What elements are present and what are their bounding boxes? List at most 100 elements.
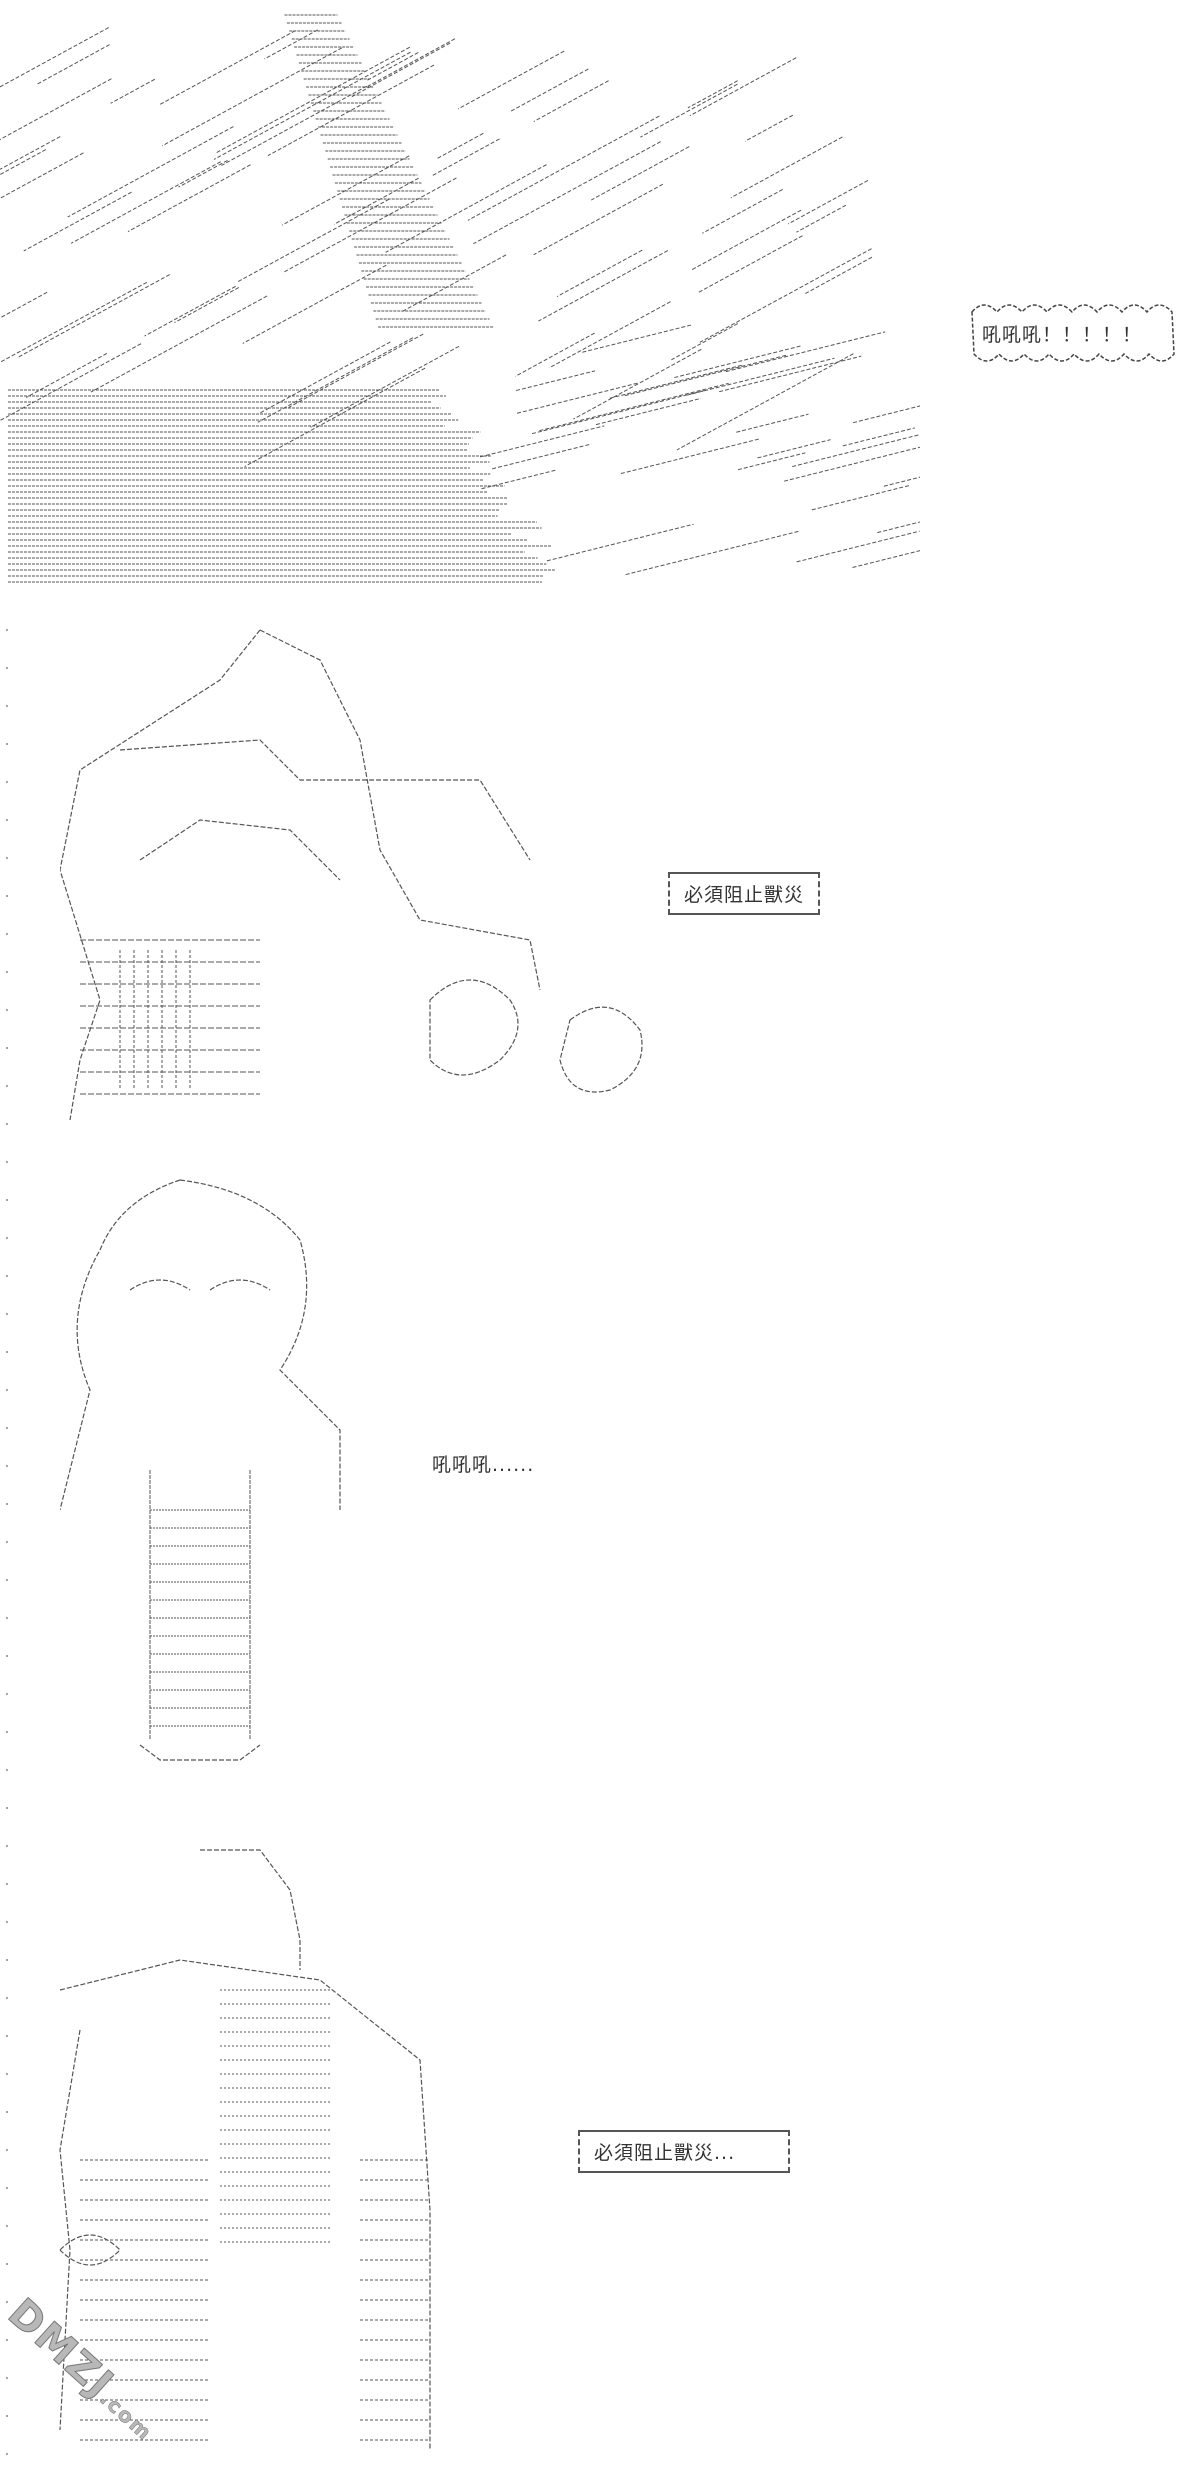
speed-line [538,250,669,322]
speed-line [640,83,738,138]
dialogue-box-stop-beast-disaster-ellipsis: 必須阻止獸災... [578,2130,790,2173]
shout-speech-bubble: 吼吼吼！！！！！ [962,300,1182,366]
speed-line [283,177,457,273]
body-outline [59,1959,431,2450]
figure-outline [259,629,541,991]
margin-dot [6,1693,8,1695]
speed-line [556,249,643,298]
speed-line [242,264,387,344]
speed-line [127,164,251,233]
speed-line [877,521,920,534]
speed-line [244,367,426,468]
speed-line [267,64,435,157]
margin-dot [6,2453,8,2455]
margin-dot [6,1883,8,1885]
margin-dot [6,1427,8,1429]
margin-dot [6,857,8,859]
speed-line [624,354,788,397]
margin-dot [6,1921,8,1923]
helmet-outline [139,819,341,881]
beast-charge-ascii-art [0,14,920,583]
margin-dot [6,1161,8,1163]
speed-line [70,161,221,244]
speed-line [792,434,920,468]
speed-line [481,469,556,490]
speed-line [174,287,240,324]
margin-dot [6,1351,8,1353]
speed-line [573,348,702,420]
speed-line [23,191,132,252]
speed-line [548,301,671,369]
speed-line [699,248,872,343]
margin-dot [6,933,8,935]
speed-line [730,136,843,199]
speed-line [473,141,661,245]
speed-line [676,353,854,451]
margin-dot [6,2187,8,2189]
speed-line [351,42,451,98]
margin-dot [6,2111,8,2113]
mane-outline [179,1179,341,1510]
margin-dot [6,1807,8,1809]
head-outline [200,1849,301,1970]
speed-line [531,389,708,435]
margin-dot [6,1617,8,1619]
margin-dot [6,2339,8,2341]
margin-dot [6,1731,8,1733]
margin-dot [6,1769,8,1771]
speed-line [516,382,638,414]
speed-line [725,331,886,373]
speed-line [783,446,920,482]
speed-line [110,78,156,104]
speed-line [737,452,806,471]
speed-line [257,337,414,423]
helmet-outline [119,739,531,861]
speed-line [736,413,809,433]
margin-dot [6,2035,8,2037]
margin-dot [6,1503,8,1505]
speed-line [744,114,794,142]
dialogue-box-stop-beast-disaster: 必須阻止獸災 [668,872,821,915]
speed-line [215,46,411,154]
speed-line [18,274,170,358]
speed-line [691,209,802,270]
margin-dot [6,971,8,973]
speed-line [435,132,484,160]
speed-line [178,159,228,188]
speed-line [492,443,592,470]
shout-text: 吼吼吼！！！！！ [982,324,1143,346]
margin-dot [6,1655,8,1657]
speed-line [67,126,234,218]
speed-line [883,476,920,487]
margin-dot [6,895,8,897]
speed-line [757,439,831,459]
margin-dot [6,1199,8,1201]
speed-line [539,382,729,432]
speed-line [595,397,702,426]
speed-line [161,47,343,147]
margin-dot [6,1313,8,1315]
speed-line [515,332,595,377]
margin-dot [6,1959,8,1961]
margin-dot [6,2225,8,2227]
speed-line [0,281,148,363]
speed-line [310,345,460,428]
speed-line [591,146,690,201]
speed-line [158,30,296,106]
speed-line [0,78,112,141]
margin-dot [6,2415,8,2417]
speed-line [852,550,920,569]
speed-line [533,80,609,122]
margin-dot [6,1389,8,1391]
margin-dot [6,1237,8,1239]
margin-dot [6,2301,8,2303]
left-margin-dots [6,629,8,2455]
speed-line [467,115,660,221]
spiky-bubble-outline [971,304,1175,362]
speed-line [0,136,61,170]
margin-dot [6,1009,8,1011]
speed-line [686,357,835,396]
margin-dot [6,1845,8,1847]
speed-line [288,333,424,408]
speed-line [36,44,110,85]
